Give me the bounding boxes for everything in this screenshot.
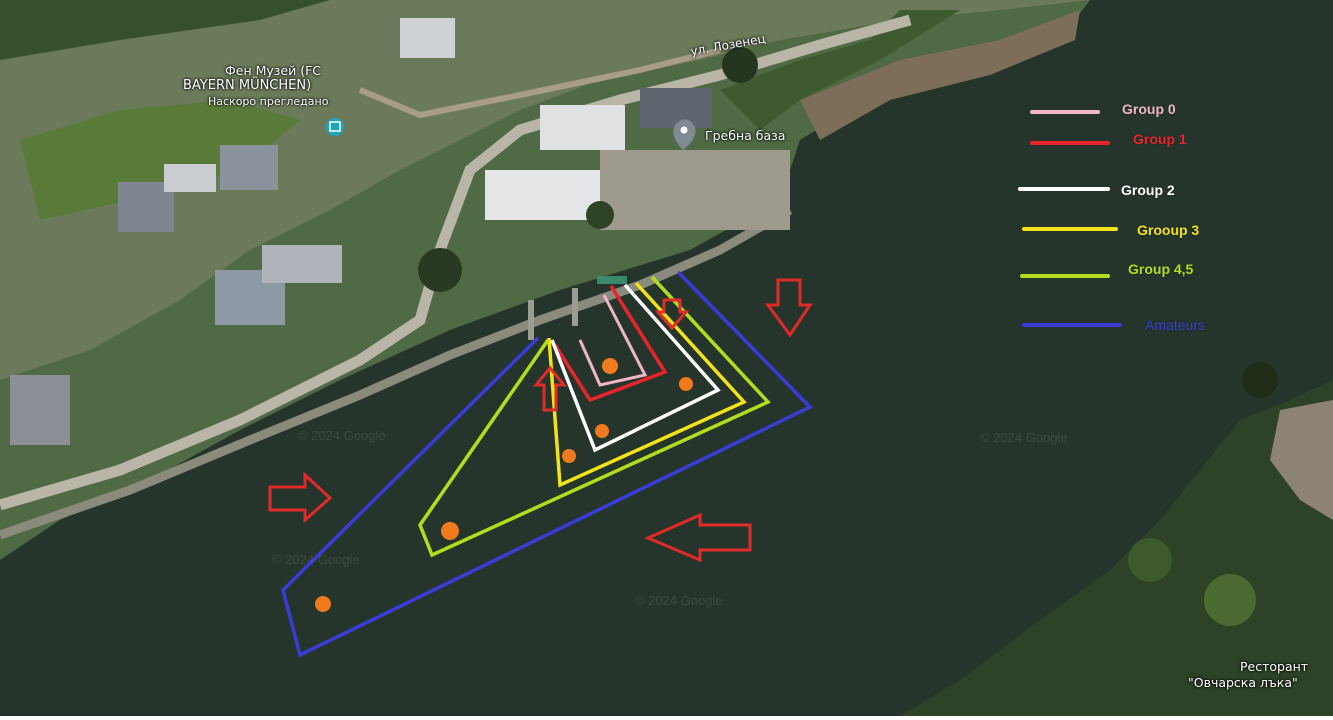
buoy: [595, 424, 609, 438]
north-bank-urban: [0, 0, 1090, 380]
pier: [597, 276, 627, 284]
arrow-right: [268, 471, 333, 524]
building: [262, 245, 342, 283]
course-group-4-5: [418, 275, 771, 558]
building: [220, 145, 278, 190]
arrow-left: [644, 512, 752, 563]
buoy: [562, 449, 576, 463]
legend-label-group-3: Grooup 3: [1137, 222, 1200, 238]
quay: [0, 206, 793, 540]
legend-label-group-0: Group 0: [1122, 101, 1176, 117]
arrow-up: [532, 365, 568, 412]
google-watermark: © 2024 Google: [635, 593, 723, 608]
building: [485, 170, 605, 220]
arrow-down-small: [654, 298, 690, 331]
legend-label-group-2: Group 2: [1121, 182, 1175, 198]
tree: [1128, 538, 1172, 582]
legend-line-group-3: [1022, 227, 1118, 231]
building: [540, 105, 625, 150]
location-pin-icon: [673, 119, 696, 150]
museum-label-line2[interactable]: BAYERN MÜNCHEN): [183, 78, 312, 93]
boat-base-yard: [600, 150, 790, 230]
course-group-0: [578, 294, 648, 387]
course-overlays: [281, 270, 813, 658]
legend-line-group-2: [1018, 187, 1110, 191]
south-bank: [900, 380, 1333, 716]
building: [640, 88, 712, 128]
legend-label-amateurs: Amateurs: [1145, 317, 1205, 333]
legend-label-group-1: Group 1: [1133, 131, 1187, 147]
boat-base-label[interactable]: Гребна база: [705, 128, 786, 143]
course-amateurs: [281, 270, 813, 658]
course-group-2: [550, 283, 721, 453]
museum-label-line1[interactable]: Фен Музей (FC: [225, 63, 322, 78]
tree: [1204, 574, 1256, 626]
arrow-down: [765, 278, 813, 338]
legend-line-group-1: [1030, 141, 1110, 145]
restaurant-label-line2[interactable]: "Овчарска лъка": [1188, 675, 1298, 690]
google-watermark: © 2024 Google: [298, 428, 386, 443]
buoy: [315, 596, 331, 612]
buoy: [441, 522, 459, 540]
side-road: [358, 47, 721, 119]
green-field: [20, 100, 300, 220]
legend-line-group-0: [1030, 110, 1100, 114]
museum-pin-icon: [326, 118, 344, 136]
south-bank-clearing: [1270, 400, 1333, 520]
legend-line-group-4-5: [1020, 274, 1110, 278]
pier: [572, 288, 578, 326]
legend-line-amateurs: [1022, 323, 1122, 327]
pier: [528, 300, 534, 340]
tree: [418, 248, 462, 292]
building: [164, 164, 216, 192]
google-watermark: © 2024 Google: [980, 430, 1068, 445]
green-slope: [0, 0, 330, 60]
buoy: [679, 377, 693, 391]
building: [10, 375, 70, 445]
legend-label-group-4-5: Group 4,5: [1128, 261, 1194, 277]
direction-arrows: [268, 278, 813, 563]
vegetation-east-2: [720, 10, 960, 130]
museum-label-line3: Наскоро прегледано: [208, 95, 329, 108]
tree: [1242, 362, 1278, 398]
vegetation-east: [800, 10, 1080, 140]
restaurant-label-line1[interactable]: Ресторант: [1240, 659, 1309, 674]
tree: [722, 47, 758, 83]
course-group-1: [553, 285, 668, 403]
google-watermark: © 2024 Google: [272, 552, 360, 567]
tree: [586, 201, 614, 229]
buoy: [602, 358, 618, 374]
building: [400, 18, 455, 58]
